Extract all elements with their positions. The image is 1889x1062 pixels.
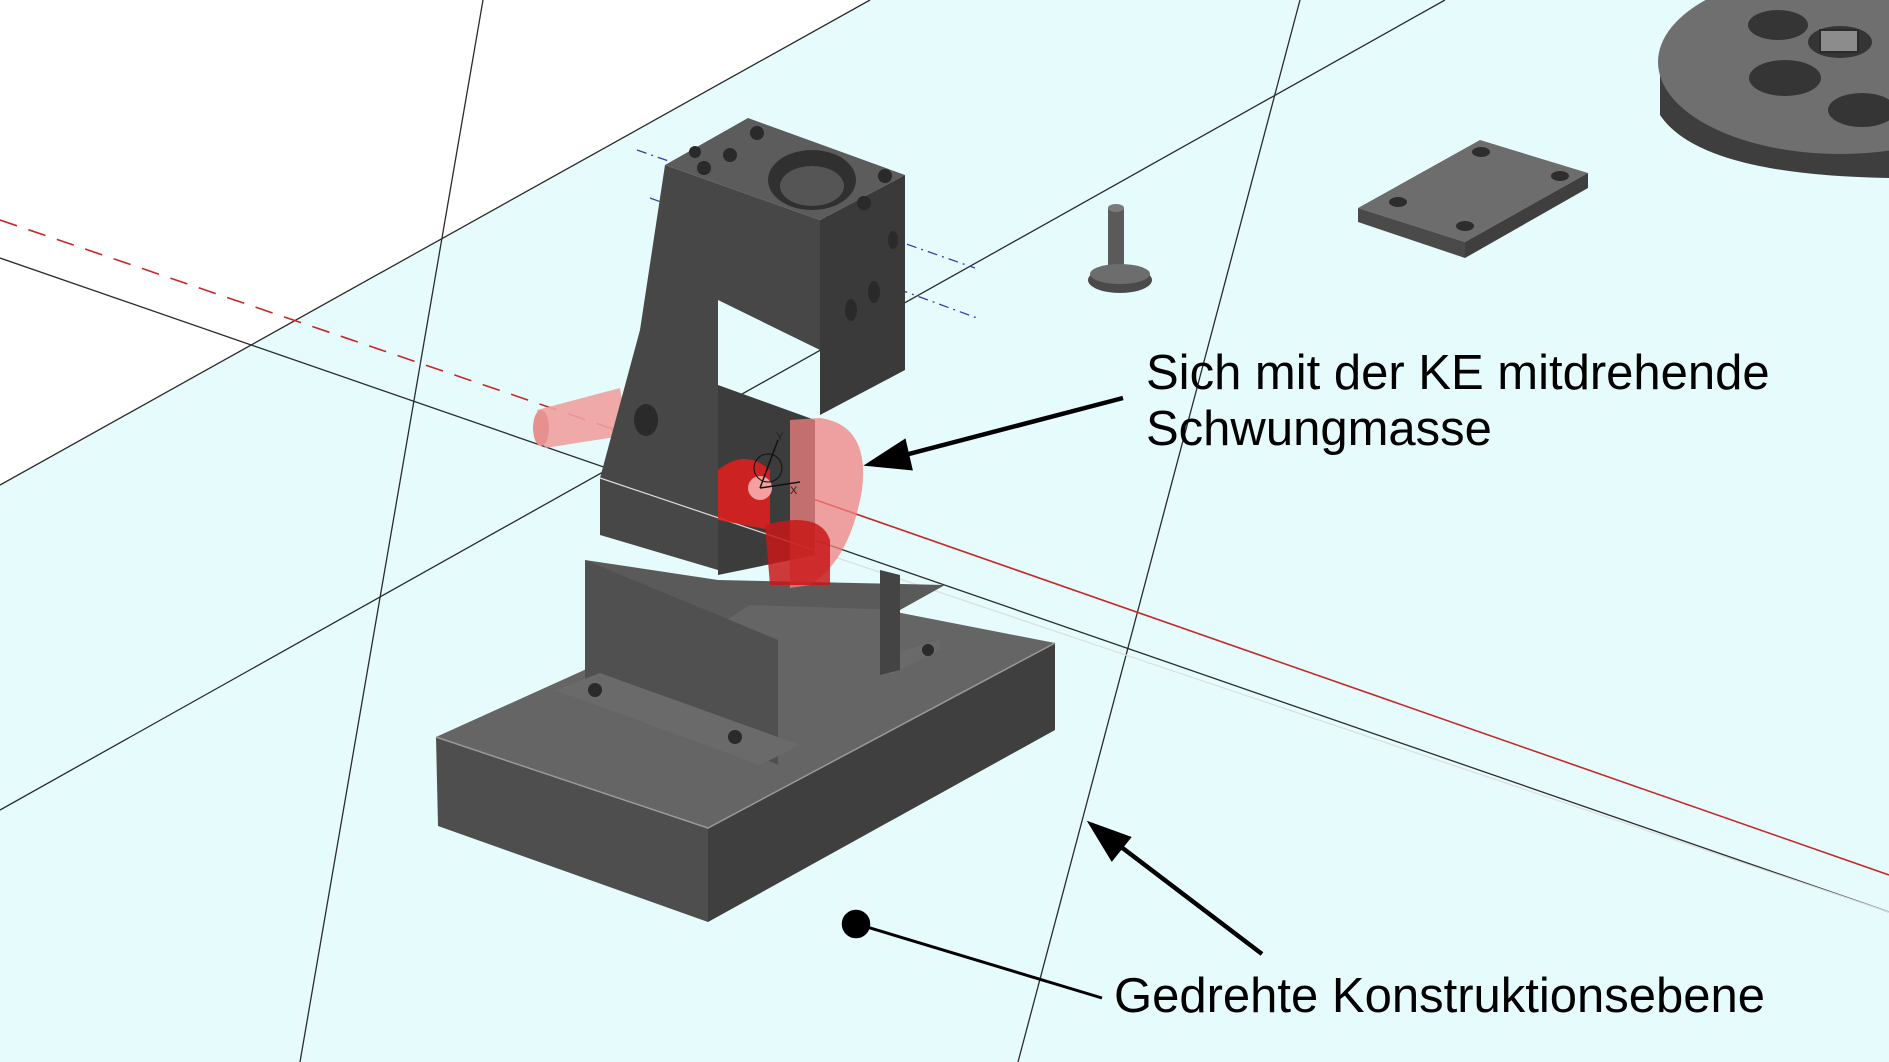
plate-top [1358,140,1588,242]
plate-holes [1389,147,1569,231]
bracket[interactable] [555,560,945,765]
callout-arrows [841,395,1264,1000]
disc-square-socket [1819,29,1859,53]
bracket-right-wall [880,570,900,675]
centerline [649,197,978,319]
flywheel-arrow-head [863,438,913,471]
shaft[interactable] [537,388,628,448]
triad-x-label: X [790,485,798,497]
triad-y-label: Y [776,431,784,443]
pin-top [1108,204,1124,212]
base-side-face [708,643,1055,922]
shaft-end [533,410,549,446]
base-front-face [436,737,708,922]
plane-edge-line [0,0,871,486]
triad-x-axis [759,481,801,489]
base-edge [435,642,1056,829]
pin-part[interactable] [1088,204,1152,293]
flywheel-arrow-line [885,395,1124,463]
plane-leader-dot [841,909,871,939]
column-bore-inner [780,166,844,206]
pin-flange-top [1090,264,1150,284]
bracket-hole [588,683,602,697]
flywheel-lower [765,520,830,585]
flywheel-callout-line2: Schwungmasse [1146,402,1492,456]
plane-arrow-line [1106,835,1264,956]
triad-y-axis [759,439,779,489]
plate-front [1358,208,1465,258]
triad-circle [753,453,783,483]
bracket-hole [922,644,934,656]
column-side-face [820,175,905,415]
grid-line [1017,0,1301,1062]
column-top-holes [689,126,892,210]
plate-part[interactable] [1358,140,1588,258]
disc-part[interactable] [1658,0,1889,178]
plane-leader-line [856,922,1103,1000]
column-front-face [600,165,820,570]
bracket-hole [728,730,742,744]
column-side-holes [634,231,898,436]
flywheel-callout-line1: Sich mit der KE mitdrehende [1146,346,1770,400]
plate-side [1465,173,1588,258]
plane-arrow-head [1086,820,1132,862]
rotation-axis-dashed [0,219,611,429]
bracket-front-face [585,560,778,765]
flywheel-callout: Sich mit der KE mitdrehende Schwungmasse [1146,345,1770,457]
pin-shaft [1108,208,1124,270]
plane-callout: Gedrehte Konstruktionsebene [1114,969,1766,1023]
grid-line [299,0,484,1062]
coordinate-triad: Y X [753,431,801,497]
